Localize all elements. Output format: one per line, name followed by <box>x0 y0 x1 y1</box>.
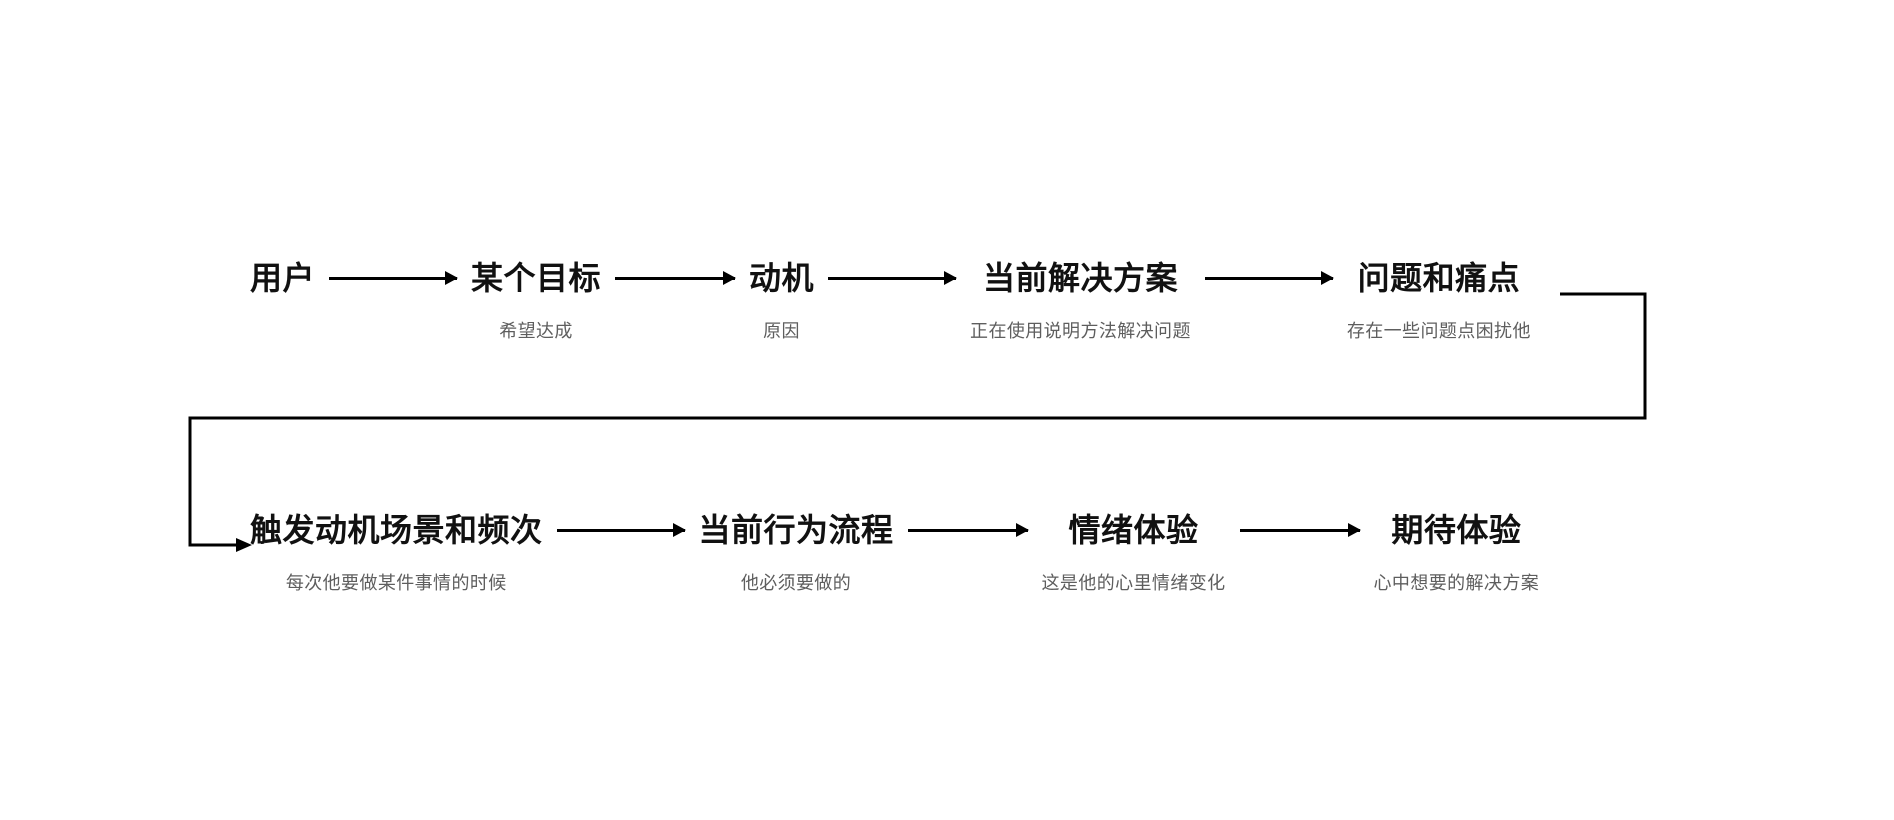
arrow-head <box>723 271 737 285</box>
node-trigger-scene-frequency[interactable]: 触发动机场景和频次 每次他要做某件事情的时候 <box>250 514 543 592</box>
node-subtitle: 心中想要的解决方案 <box>1373 573 1540 593</box>
node-subtitle: 原因 <box>763 321 800 341</box>
arrow-right-icon <box>1239 514 1361 546</box>
node-subtitle: 存在一些问题点困扰他 <box>1346 321 1531 341</box>
arrow-right-icon <box>828 262 958 294</box>
arrow-right-icon <box>556 514 686 546</box>
arrow-right-icon <box>329 262 459 294</box>
arrow-head <box>1320 271 1334 285</box>
node-title: 动机 <box>749 260 815 296</box>
arrow-head <box>445 271 459 285</box>
arrow-head <box>672 523 686 537</box>
node-subtitle: 这是他的心里情绪变化 <box>1041 573 1226 593</box>
node-subtitle: 每次他要做某件事情的时候 <box>285 573 507 593</box>
node-goal[interactable]: 某个目标 希望达成 <box>471 262 601 340</box>
arrow-shaft <box>615 276 736 280</box>
node-current-behavior-flow[interactable]: 当前行为流程 他必须要做的 <box>699 514 894 592</box>
flow-row-2: 触发动机场景和频次 每次他要做某件事情的时候 当前行为流程 他必须要做的 情绪体… <box>250 514 1539 592</box>
arrow-head <box>1015 523 1029 537</box>
node-title: 期待体验 <box>1391 512 1522 548</box>
node-title: 触发动机场景和频次 <box>250 512 543 548</box>
node-title: 某个目标 <box>471 260 602 296</box>
node-title: 当前解决方案 <box>982 260 1178 296</box>
node-title: 情绪体验 <box>1068 512 1199 548</box>
arrow-shaft <box>329 276 458 280</box>
node-user[interactable]: 用户 <box>250 262 315 322</box>
node-title: 用户 <box>250 260 316 296</box>
arrow-shaft <box>907 528 1028 532</box>
arrow-shaft <box>1204 276 1333 280</box>
node-subtitle: 希望达成 <box>499 321 573 341</box>
arrow-right-icon <box>615 262 737 294</box>
node-title: 当前行为流程 <box>698 512 894 548</box>
arrow-shaft <box>556 528 685 532</box>
arrow-right-icon <box>907 514 1029 546</box>
node-expected-experience[interactable]: 期待体验 心中想要的解决方案 <box>1374 514 1540 592</box>
node-current-solution[interactable]: 当前解决方案 正在使用说明方法解决问题 <box>970 262 1191 340</box>
arrow-head <box>944 271 958 285</box>
node-title: 问题和痛点 <box>1357 260 1521 296</box>
arrow-shaft <box>828 276 957 280</box>
arrow-head <box>1347 523 1361 537</box>
node-emotional-experience[interactable]: 情绪体验 这是他的心里情绪变化 <box>1042 514 1226 592</box>
node-problems-painpoints[interactable]: 问题和痛点 存在一些问题点困扰他 <box>1347 262 1531 340</box>
node-motivation[interactable]: 动机 原因 <box>749 262 814 340</box>
flow-row-1: 用户 某个目标 希望达成 动机 原因 当前解决方案 正在使用说明方法解决问题 <box>250 262 1531 340</box>
arrow-shaft <box>1239 528 1360 532</box>
arrow-right-icon <box>1204 262 1334 294</box>
node-subtitle: 正在使用说明方法解决问题 <box>970 321 1191 341</box>
node-subtitle: 他必须要做的 <box>740 573 852 593</box>
